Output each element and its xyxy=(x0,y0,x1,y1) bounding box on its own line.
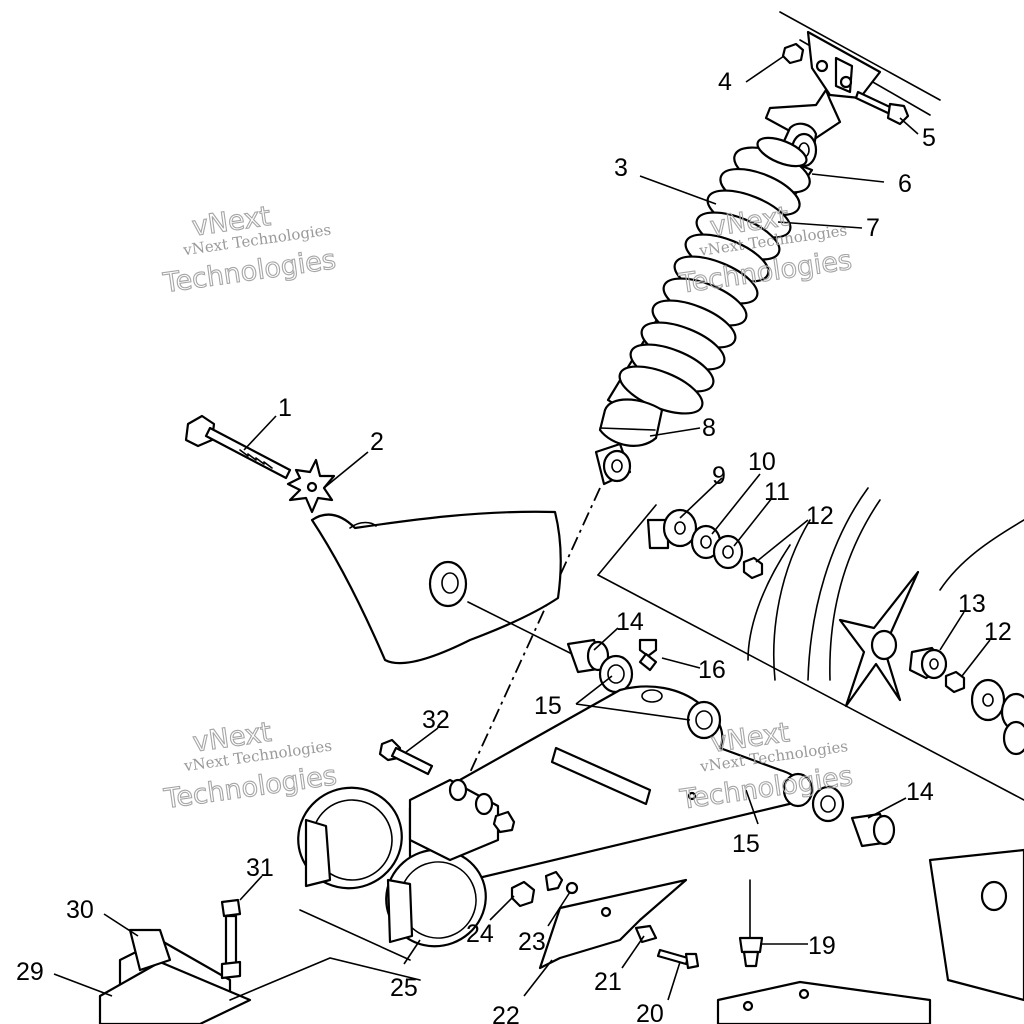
part-31-bolt xyxy=(220,898,242,980)
watermark-bottom-left: vNext vNext Technologies Technologies xyxy=(161,716,339,815)
part-23-washer xyxy=(544,870,579,895)
callout-15-upper: 15 xyxy=(534,692,562,720)
callout-6: 6 xyxy=(898,170,912,198)
callout-labels: 1 2 3 4 5 6 7 8 9 10 11 12 13 12 14 16 1… xyxy=(16,68,1012,1024)
leader-lines xyxy=(53,55,991,1001)
callout-15-lower: 15 xyxy=(732,830,760,858)
right-wheel-assembly xyxy=(597,487,1024,801)
callout-12-upper: 12 xyxy=(806,502,834,530)
part-4-nut xyxy=(781,42,805,65)
lower-left-frame xyxy=(98,909,421,1024)
upper-frame-bracket xyxy=(764,11,941,144)
part-2-star-washer xyxy=(286,458,336,514)
callout-19: 19 xyxy=(808,932,836,960)
callout-20: 20 xyxy=(636,1000,664,1024)
part-32-bolt xyxy=(378,738,434,776)
callout-3: 3 xyxy=(614,154,628,182)
part-12-nut-lower xyxy=(944,670,966,694)
part-5-bolt xyxy=(854,90,910,126)
part-20-bolt xyxy=(656,948,700,970)
part-24-nut xyxy=(510,880,536,908)
part-8-lower-eye xyxy=(594,398,664,486)
callout-14-upper: 14 xyxy=(616,608,644,636)
callout-9: 9 xyxy=(712,462,726,490)
chain-guard-plate xyxy=(310,510,562,665)
part-14-bushing-lower xyxy=(850,812,896,848)
part-16-grease-fitting xyxy=(638,638,658,672)
callout-29: 29 xyxy=(16,958,44,986)
part-19-bolt xyxy=(738,879,764,968)
part-25-clamp-band xyxy=(297,786,487,948)
callout-16: 16 xyxy=(698,656,726,684)
callout-14-lower: 14 xyxy=(906,778,934,806)
callout-24: 24 xyxy=(466,920,494,948)
part-7-spring xyxy=(618,146,811,415)
callout-1: 1 xyxy=(278,394,292,422)
callout-7: 7 xyxy=(866,214,880,242)
watermark-top-left: vNext vNext Technologies Technologies xyxy=(160,200,338,299)
swing-arm xyxy=(408,685,814,882)
shock-mount-bracket xyxy=(408,778,516,862)
callout-30: 30 xyxy=(66,896,94,924)
callout-11: 11 xyxy=(764,478,790,506)
part-15-bushing-lower xyxy=(811,785,845,823)
idler-hub xyxy=(838,570,920,708)
callout-4: 4 xyxy=(718,68,732,96)
callout-2: 2 xyxy=(370,428,384,456)
callout-21: 21 xyxy=(594,968,622,996)
part-22-plate xyxy=(538,878,688,970)
callout-12-lower: 12 xyxy=(984,618,1012,646)
callout-8: 8 xyxy=(702,414,716,442)
callout-25: 25 xyxy=(390,974,418,1002)
part-13-spacer xyxy=(908,646,948,680)
callout-5: 5 xyxy=(922,124,936,152)
part-1-bolt xyxy=(184,414,292,480)
callout-22: 22 xyxy=(492,1002,520,1024)
part-21-pin xyxy=(634,924,658,944)
callout-10: 10 xyxy=(748,448,776,476)
callout-31: 31 xyxy=(246,854,274,882)
callout-23: 23 xyxy=(518,928,546,956)
callout-32: 32 xyxy=(422,706,450,734)
right-washers xyxy=(970,678,1024,756)
callout-13: 13 xyxy=(958,590,986,618)
part-15-bushing-upper xyxy=(598,654,634,694)
lower-right-frame xyxy=(716,848,1024,1024)
part-9-washer xyxy=(646,508,698,550)
part-12-nut-upper xyxy=(742,556,764,580)
part-6-collar xyxy=(756,136,808,168)
